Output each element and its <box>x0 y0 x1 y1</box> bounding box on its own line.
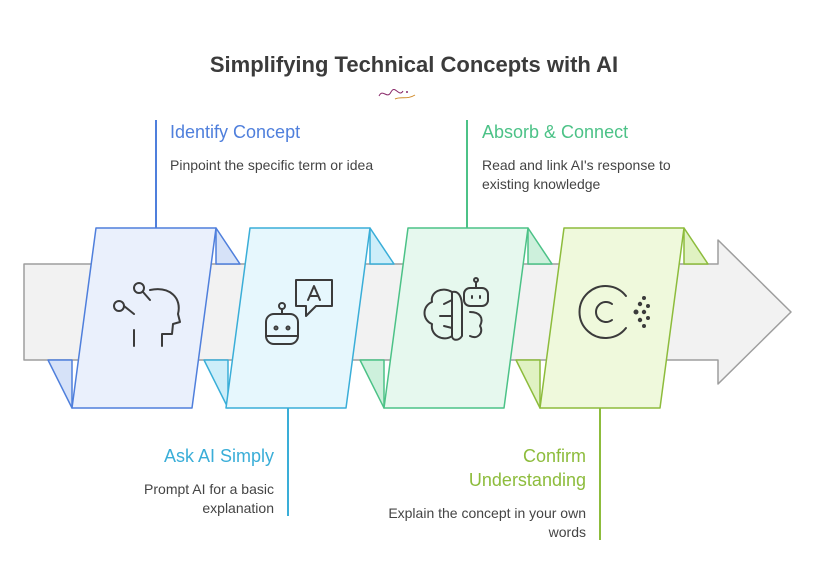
step-3-title: Absorb & Connect <box>482 122 629 142</box>
step-3-description: Read and link AI's response to existing … <box>482 157 671 192</box>
robot-chat-icon <box>265 279 333 345</box>
step-3-panel <box>383 227 529 409</box>
step-2-fold <box>369 227 395 265</box>
brain-robot-icon <box>423 277 489 341</box>
step-3-card <box>359 227 553 409</box>
step-4-title: Confirm Understanding <box>468 446 586 490</box>
step-2-title: Ask AI Simply <box>163 446 274 466</box>
step-1-title: Identify Concept <box>170 122 301 142</box>
step-1-panel <box>71 227 217 409</box>
step-2-fold-bottom <box>203 359 229 409</box>
partial-circle-icon <box>578 285 650 339</box>
step-1-description: Pinpoint the specific term or idea <box>170 157 374 173</box>
step-4-description: Explain the concept in your own words <box>388 505 586 540</box>
step-2-card <box>203 227 395 409</box>
step-4-card <box>515 227 709 409</box>
step-1-fold <box>215 227 241 265</box>
step-4-fold <box>683 227 709 265</box>
step-4-fold-bottom <box>515 359 541 409</box>
signature-logo <box>378 88 416 100</box>
step-4-panel <box>539 227 685 409</box>
step-3-fold-bottom <box>359 359 385 409</box>
step-1-card <box>47 227 241 409</box>
step-1-fold-bottom <box>47 359 73 409</box>
diagram-title: Simplifying Technical Concepts with AI <box>209 52 619 77</box>
step-3-fold <box>527 227 553 265</box>
head-network-icon <box>113 282 181 347</box>
step-2-description: Prompt AI for a basic explanation <box>144 481 274 516</box>
